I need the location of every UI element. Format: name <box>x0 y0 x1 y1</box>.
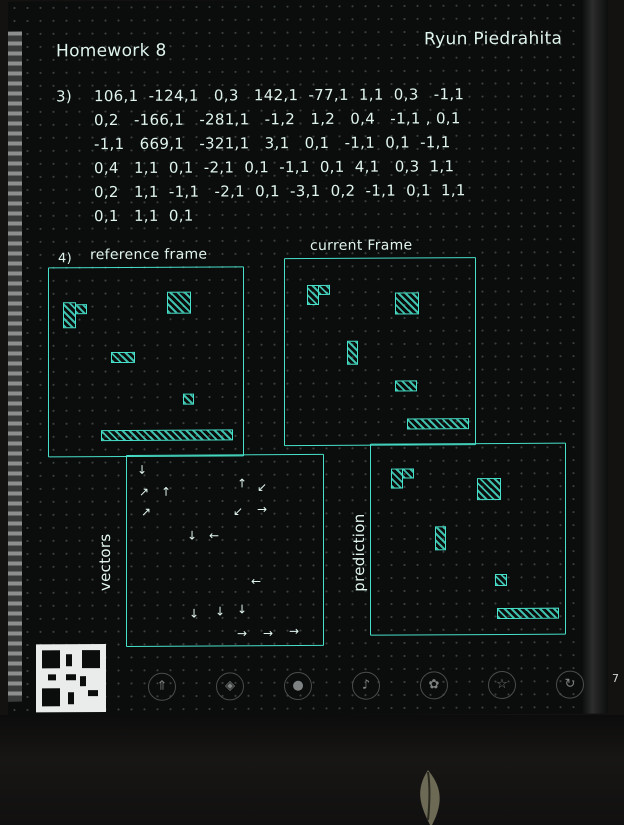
bell-icon: ♪ <box>352 671 380 700</box>
vector-arrow: ↑ <box>237 476 248 491</box>
pred-block-5 <box>495 573 507 587</box>
vector-arrow: ↓ <box>237 602 248 617</box>
spiral-binding <box>8 31 22 702</box>
homework-title: Homework 8 <box>56 40 167 62</box>
ref-block-4 <box>111 351 135 364</box>
q3-line-2: 0,2 -166,1 -281,1 -1,2 1,2 0,4 -1,1 , 0,… <box>94 109 461 130</box>
vector-arrow: ↗ <box>141 504 152 519</box>
table-surface <box>0 715 624 825</box>
notebook-page: Homework 8 Ryun Piedrahita 3) 106,1 -124… <box>8 0 608 717</box>
vector-arrow: ← <box>209 528 220 543</box>
clover-icon: ✿ <box>420 671 448 700</box>
pred-block-2 <box>402 468 414 479</box>
vector-arrow: → <box>263 626 274 641</box>
pred-block-3 <box>477 477 501 501</box>
cur-block-4 <box>347 340 358 365</box>
question-3-number: 3) <box>56 87 72 106</box>
vector-arrow: ↑ <box>161 484 172 499</box>
cur-block-6 <box>407 418 469 430</box>
page-edge <box>582 0 608 714</box>
apple-icon: ● <box>284 671 312 701</box>
notebook-toolbar: ⇑ ◈ ● ♪ ✿ ☆ ↻ <box>148 670 598 708</box>
cur-block-2 <box>318 284 330 295</box>
ref-block-3 <box>167 291 191 314</box>
ref-block-2 <box>75 304 87 315</box>
vectors-label: vectors <box>96 533 114 592</box>
ref-block-5 <box>183 393 194 405</box>
q3-line-1: 106,1 -124,1 0,3 142,1 -77,1 1,1 0,3 -1,… <box>94 85 465 106</box>
vector-arrow: ↓ <box>215 604 226 619</box>
vector-arrow: → <box>257 502 268 517</box>
reference-frame <box>48 266 244 458</box>
vector-arrow: ← <box>251 574 262 589</box>
cur-block-5 <box>395 380 417 392</box>
vectors-frame: ↓ ↗ ↑ ↑ ↙ ↗ ↙ → ↓ ← ← ↓ ↓ ↓ → → → <box>126 453 324 647</box>
q3-line-4: 0,4 1,1 0,1 -2,1 0,1 -1,1 0,1 4,1 0,3 1,… <box>94 157 455 178</box>
vector-arrow: ↙ <box>233 504 244 519</box>
plant-leaf <box>420 770 440 825</box>
current-frame <box>284 257 476 447</box>
vector-arrow: ↓ <box>137 462 148 477</box>
arrow-icon: ⇑ <box>148 672 176 701</box>
cur-block-3 <box>395 292 419 315</box>
vector-arrow: ↓ <box>187 528 198 543</box>
pred-block-4 <box>435 526 446 551</box>
prediction-label: prediction <box>350 513 368 592</box>
qr-code <box>36 644 106 713</box>
current-frame-label: current Frame <box>310 237 413 254</box>
question-4-number: 4) <box>58 251 72 267</box>
author-name: Ryun Piedrahita <box>424 28 563 50</box>
gem-icon: ◈ <box>216 672 244 701</box>
vector-arrow: → <box>289 624 300 639</box>
vector-arrow: → <box>237 626 248 641</box>
q3-line-3: -1,1 669,1 -321,1 3,1 0,1 -1,1 0,1 -1,1 <box>94 133 451 154</box>
vector-arrow: ↓ <box>189 606 200 621</box>
prediction-frame <box>370 442 566 636</box>
reference-frame-label: reference frame <box>90 246 208 264</box>
pred-block-6 <box>497 607 559 620</box>
ref-block-6 <box>101 429 233 442</box>
q3-line-6: 0,1 1,1 0,1 <box>94 206 194 226</box>
vector-arrow: ↙ <box>257 480 268 495</box>
star-icon: ☆ <box>488 670 516 700</box>
page-number: 7 <box>612 672 619 685</box>
vector-arrow: ↗ <box>139 484 150 499</box>
q3-line-5: 0,2 1,1 -1,1 -2,1 0,1 -3,1 0,2 -1,1 0,1 … <box>94 181 466 202</box>
refresh-icon: ↻ <box>556 670 584 699</box>
